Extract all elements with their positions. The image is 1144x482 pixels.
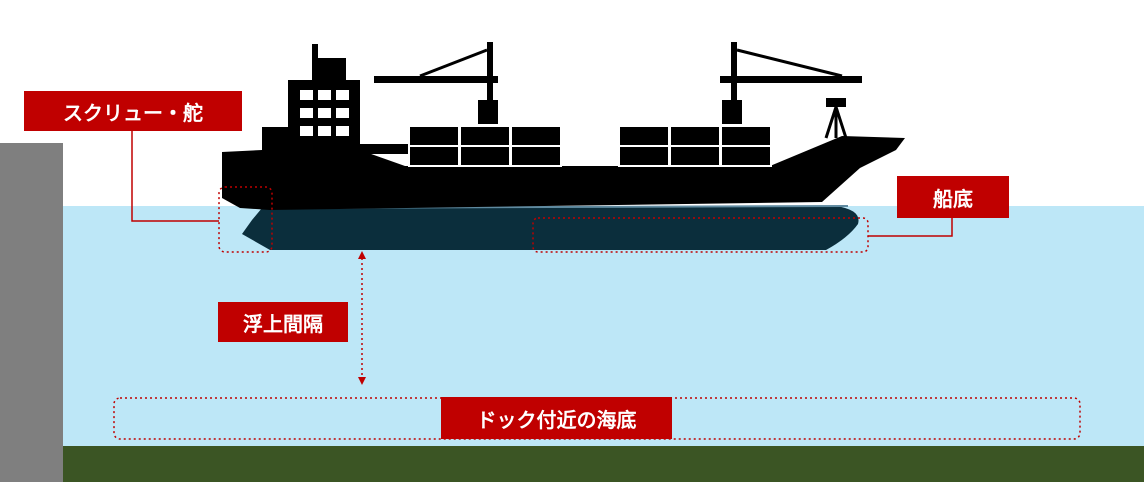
crane-aft bbox=[720, 42, 862, 124]
containers bbox=[408, 125, 772, 167]
seabed bbox=[0, 446, 1144, 482]
gap-arrow bbox=[358, 251, 366, 385]
label-screw-rudder: スクリュー・舵 bbox=[24, 91, 242, 131]
quay-wall bbox=[0, 143, 63, 482]
underwater-hull bbox=[242, 206, 859, 250]
callout-hull-bottom bbox=[532, 217, 953, 253]
callout-screw bbox=[131, 131, 273, 253]
label-floating-gap: 浮上間隔 bbox=[218, 302, 348, 342]
ship-icon bbox=[222, 42, 905, 250]
label-hull-bottom: 船底 bbox=[897, 176, 1009, 218]
hull bbox=[222, 127, 905, 210]
label-dock-seabed: ドック付近の海底 bbox=[441, 397, 672, 439]
crane-forward bbox=[360, 42, 498, 154]
bridge-windows bbox=[300, 90, 349, 136]
fore-mast bbox=[824, 98, 848, 139]
